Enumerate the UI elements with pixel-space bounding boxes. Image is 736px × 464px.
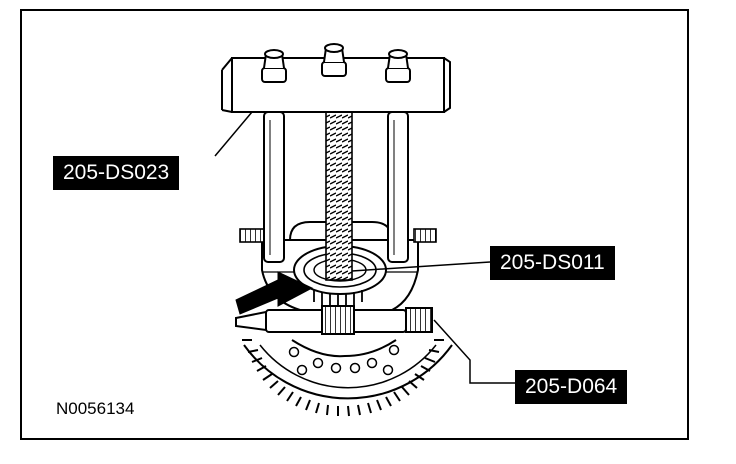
direction-arrow (235, 271, 314, 315)
leader-lines (214, 111, 515, 384)
puller-legs (263, 111, 409, 263)
crossbar-bolts (261, 43, 411, 83)
figure-reference-number: N0056134 (56, 399, 135, 418)
ring-gear (242, 339, 453, 417)
holding-tool-bar (235, 305, 433, 335)
callout-205-ds023: 205-DS023 (53, 156, 180, 190)
forcing-screw (325, 111, 353, 281)
callout-205-ds011: 205-DS011 (490, 246, 615, 280)
callout-205-d064: 205-D064 (515, 370, 628, 404)
